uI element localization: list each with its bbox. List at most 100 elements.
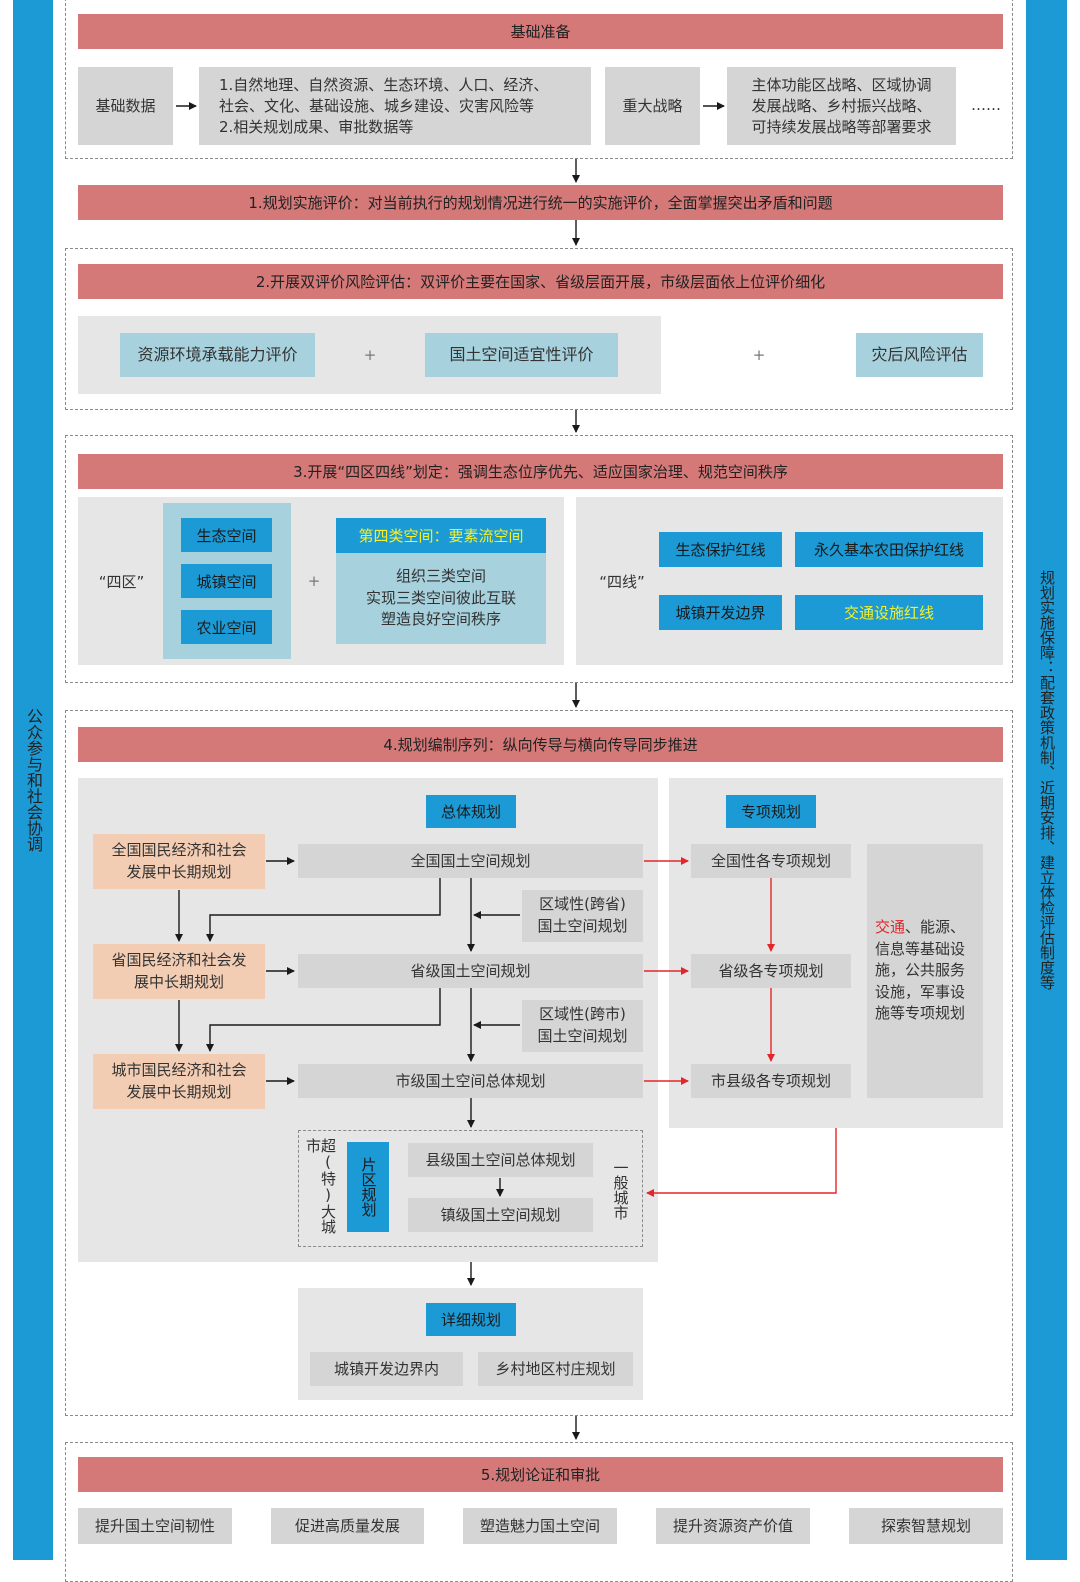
ellipsis: …… <box>971 96 1001 114</box>
big-city-label: 超(特)大城市 <box>304 1138 337 1238</box>
town-spatial-plan: 镇级国土空间规划 <box>408 1198 593 1232</box>
step3-section <box>65 435 1013 683</box>
regional-province-line-1: 区域性(跨省) <box>539 895 626 914</box>
national-econ-line-1: 全国国民经济和社会 <box>111 840 247 859</box>
goal-2-label: 促进高质量发展 <box>294 1516 400 1535</box>
strategy-line-3: 可持续发展战略等部署要求 <box>751 117 932 136</box>
detail-plan-label: 详细规划 <box>440 1311 501 1329</box>
eval3-label: 灾后风险评估 <box>871 345 968 365</box>
goal-3-label: 塑造魅力国土空间 <box>479 1516 600 1535</box>
goal-1-label: 提升国土空间韧性 <box>94 1516 215 1535</box>
county-spatial-label: 县级国土空间总体规划 <box>425 1150 576 1169</box>
step2-title-bar: 2.开展双评价风险评估：双评价主要在国家、省级层面开展，市级层面依上位评价细化 <box>78 264 1003 299</box>
provincial-special-plan: 省级各专项规划 <box>691 954 851 988</box>
goal-asset-value: 提升资源资产价值 <box>656 1508 810 1544</box>
goal-resilience: 提升国土空间韧性 <box>78 1508 232 1544</box>
prep-title: 基础准备 <box>510 23 571 41</box>
goal-5-label: 探索智慧规划 <box>880 1516 971 1535</box>
town-spatial-label: 镇级国土空间规划 <box>440 1205 561 1224</box>
sub-city-plan-box <box>298 1130 643 1247</box>
fourth-line-1: 组织三类空间 <box>395 567 486 585</box>
provincial-special-label: 省级各专项规划 <box>718 961 824 980</box>
provincial-econ-line-2: 展中长期规划 <box>133 972 224 991</box>
county-spatial-plan: 县级国土空间总体规划 <box>408 1143 593 1177</box>
urban-detail-label: 城镇开发边界内 <box>333 1359 439 1378</box>
fourth-space-desc: 组织三类空间 实现三类空间彼此互联 塑造良好空间秩序 <box>336 566 546 636</box>
transport-redline-label: 交通设施红线 <box>843 604 934 622</box>
goal-quality: 促进高质量发展 <box>271 1508 424 1544</box>
plus-sign-3: + <box>307 572 321 590</box>
regional-city-line-2: 国土空间规划 <box>537 1027 628 1045</box>
goal-4-label: 提升资源资产价值 <box>672 1516 793 1535</box>
special-note-rest: 、能源、信息等基础设施，公共服务设施，军事设施等专项规划 <box>875 918 966 1023</box>
provincial-spatial-label: 省级国土空间规划 <box>410 961 531 980</box>
four-lines-panel <box>576 497 1003 665</box>
resource-capacity-eval: 资源环境承载能力评价 <box>120 333 315 377</box>
basic-data-label: 基础数据 <box>95 96 156 115</box>
data-line-2: 社会、文化、基础设施、城乡建设、灾害风险等 <box>219 96 535 115</box>
goal-smart-planning: 探索智慧规划 <box>849 1508 1003 1544</box>
eco-redline: 生态保护红线 <box>659 532 782 567</box>
special-note-red: 交通 <box>875 918 906 937</box>
fourth-line-3: 塑造良好空间秩序 <box>380 610 501 628</box>
provincial-spatial-plan: 省级国土空间规划 <box>298 954 643 988</box>
fourth-line-2: 实现三类空间彼此互联 <box>365 588 516 607</box>
city-econ-line-1: 城市国民经济和社会 <box>111 1060 247 1079</box>
step1-title: 1.规划实施评价：对当前执行的规划情况进行统一的实施评价，全面掌握突出矛盾和问题 <box>248 194 833 212</box>
step1-bar: 1.规划实施评价：对当前执行的规划情况进行统一的实施评价，全面掌握突出矛盾和问题 <box>78 185 1003 220</box>
arrow-provincial-spatial-to-city-econ <box>206 988 441 1052</box>
detail-plan-header: 详细规划 <box>426 1303 516 1336</box>
step5-title: 5.规划论证和审批 <box>480 1466 601 1484</box>
urban-boundary: 城镇开发边界 <box>659 595 782 630</box>
data-detail-box: 1.自然地理、自然资源、生态环境、人口、经济、 社会、文化、基础设施、城乡建设、… <box>199 67 591 145</box>
public-participation-sidebar: 公众参与和社会协调 <box>13 0 53 1560</box>
zone-eco-label: 生态空间 <box>196 526 257 545</box>
provincial-econ-line-1: 省国民经济和社会发 <box>111 950 247 969</box>
step4-title: 4.规划编制序列：纵向传导与横向传导同步推进 <box>383 736 698 754</box>
fourth-space-title: 第四类空间：要素流空间 <box>336 518 546 553</box>
implementation-guarantee-sidebar: 规划实施保障：配套政策机制、近期安排、建立体检评估制度等 <box>1026 0 1067 1560</box>
city-spatial-plan: 市级国土空间总体规划 <box>298 1064 643 1098</box>
step4-section <box>65 710 1013 1416</box>
data-line-3: 2.相关规划成果、审批数据等 <box>219 117 414 136</box>
strategy-box: 重大战略 <box>605 67 700 145</box>
plus-sign-2: + <box>752 346 766 364</box>
step3-title-bar: 3.开展“四区四线”划定：强调生态位序优先、适应国家治理、规范空间秩序 <box>78 454 1003 489</box>
city-econ-plan: 城市国民经济和社会发展中长期规划 <box>93 1054 265 1109</box>
urban-boundary-label: 城镇开发边界 <box>675 604 766 622</box>
county-special-label: 市县级各专项规划 <box>710 1071 831 1090</box>
prep-section <box>65 0 1013 159</box>
step3-title: 3.开展“四区四线”划定：强调生态位序优先、适应国家治理、规范空间秩序 <box>293 463 788 481</box>
normal-city-label: 一般城市 <box>610 1150 630 1230</box>
step2-section <box>65 248 1013 410</box>
plus-sign-1: + <box>363 346 377 364</box>
city-econ-line-2: 发展中长期规划 <box>126 1082 232 1101</box>
provincial-econ-plan: 省国民经济和社会发展中长期规划 <box>93 944 265 999</box>
zone-agri-label: 农业空间 <box>196 618 257 637</box>
transport-redline: 交通设施红线 <box>795 595 983 630</box>
disaster-risk-eval: 灾后风险评估 <box>856 333 983 377</box>
urban-space: 城镇空间 <box>181 564 272 598</box>
strategy-line-2: 发展战略、乡村振兴战略、 <box>751 96 932 115</box>
national-special-plan: 全国性各专项规划 <box>691 844 851 878</box>
strategy-detail-box: 主体功能区战略、区域协调 发展战略、乡村振兴战略、 可持续发展战略等部署要求 <box>727 67 956 145</box>
village-plan-detail: 乡村地区村庄规划 <box>478 1352 633 1386</box>
strategy-label: 重大战略 <box>622 96 683 115</box>
district-plan: 片区规划 <box>347 1142 389 1232</box>
agri-space: 农业空间 <box>181 610 272 644</box>
regional-city-line-1: 区域性(跨市) <box>539 1005 626 1024</box>
big-city-text: 超(特)大城市 <box>304 1138 337 1234</box>
national-spatial-label: 全国国土空间规划 <box>410 851 531 870</box>
national-spatial-plan: 全国国土空间规划 <box>298 844 643 878</box>
four-zones-label: “四区” <box>98 572 145 591</box>
step5-title-bar: 5.规划论证和审批 <box>78 1457 1003 1492</box>
sidebar-right-label: 规划实施保障：配套政策机制、近期安排、建立体检评估制度等 <box>1038 570 1056 990</box>
normal-city-text: 一般城市 <box>611 1160 630 1220</box>
basic-data-box: 基础数据 <box>78 67 173 145</box>
arrow-national-spatial-to-provincial-econ <box>206 878 441 942</box>
fourth-space-title-text: 第四类空间：要素流空间 <box>358 527 524 545</box>
goal-charm: 塑造魅力国土空间 <box>463 1508 617 1544</box>
eval1-label: 资源环境承载能力评价 <box>137 345 298 365</box>
regional-province-line-2: 国土空间规划 <box>537 917 628 935</box>
